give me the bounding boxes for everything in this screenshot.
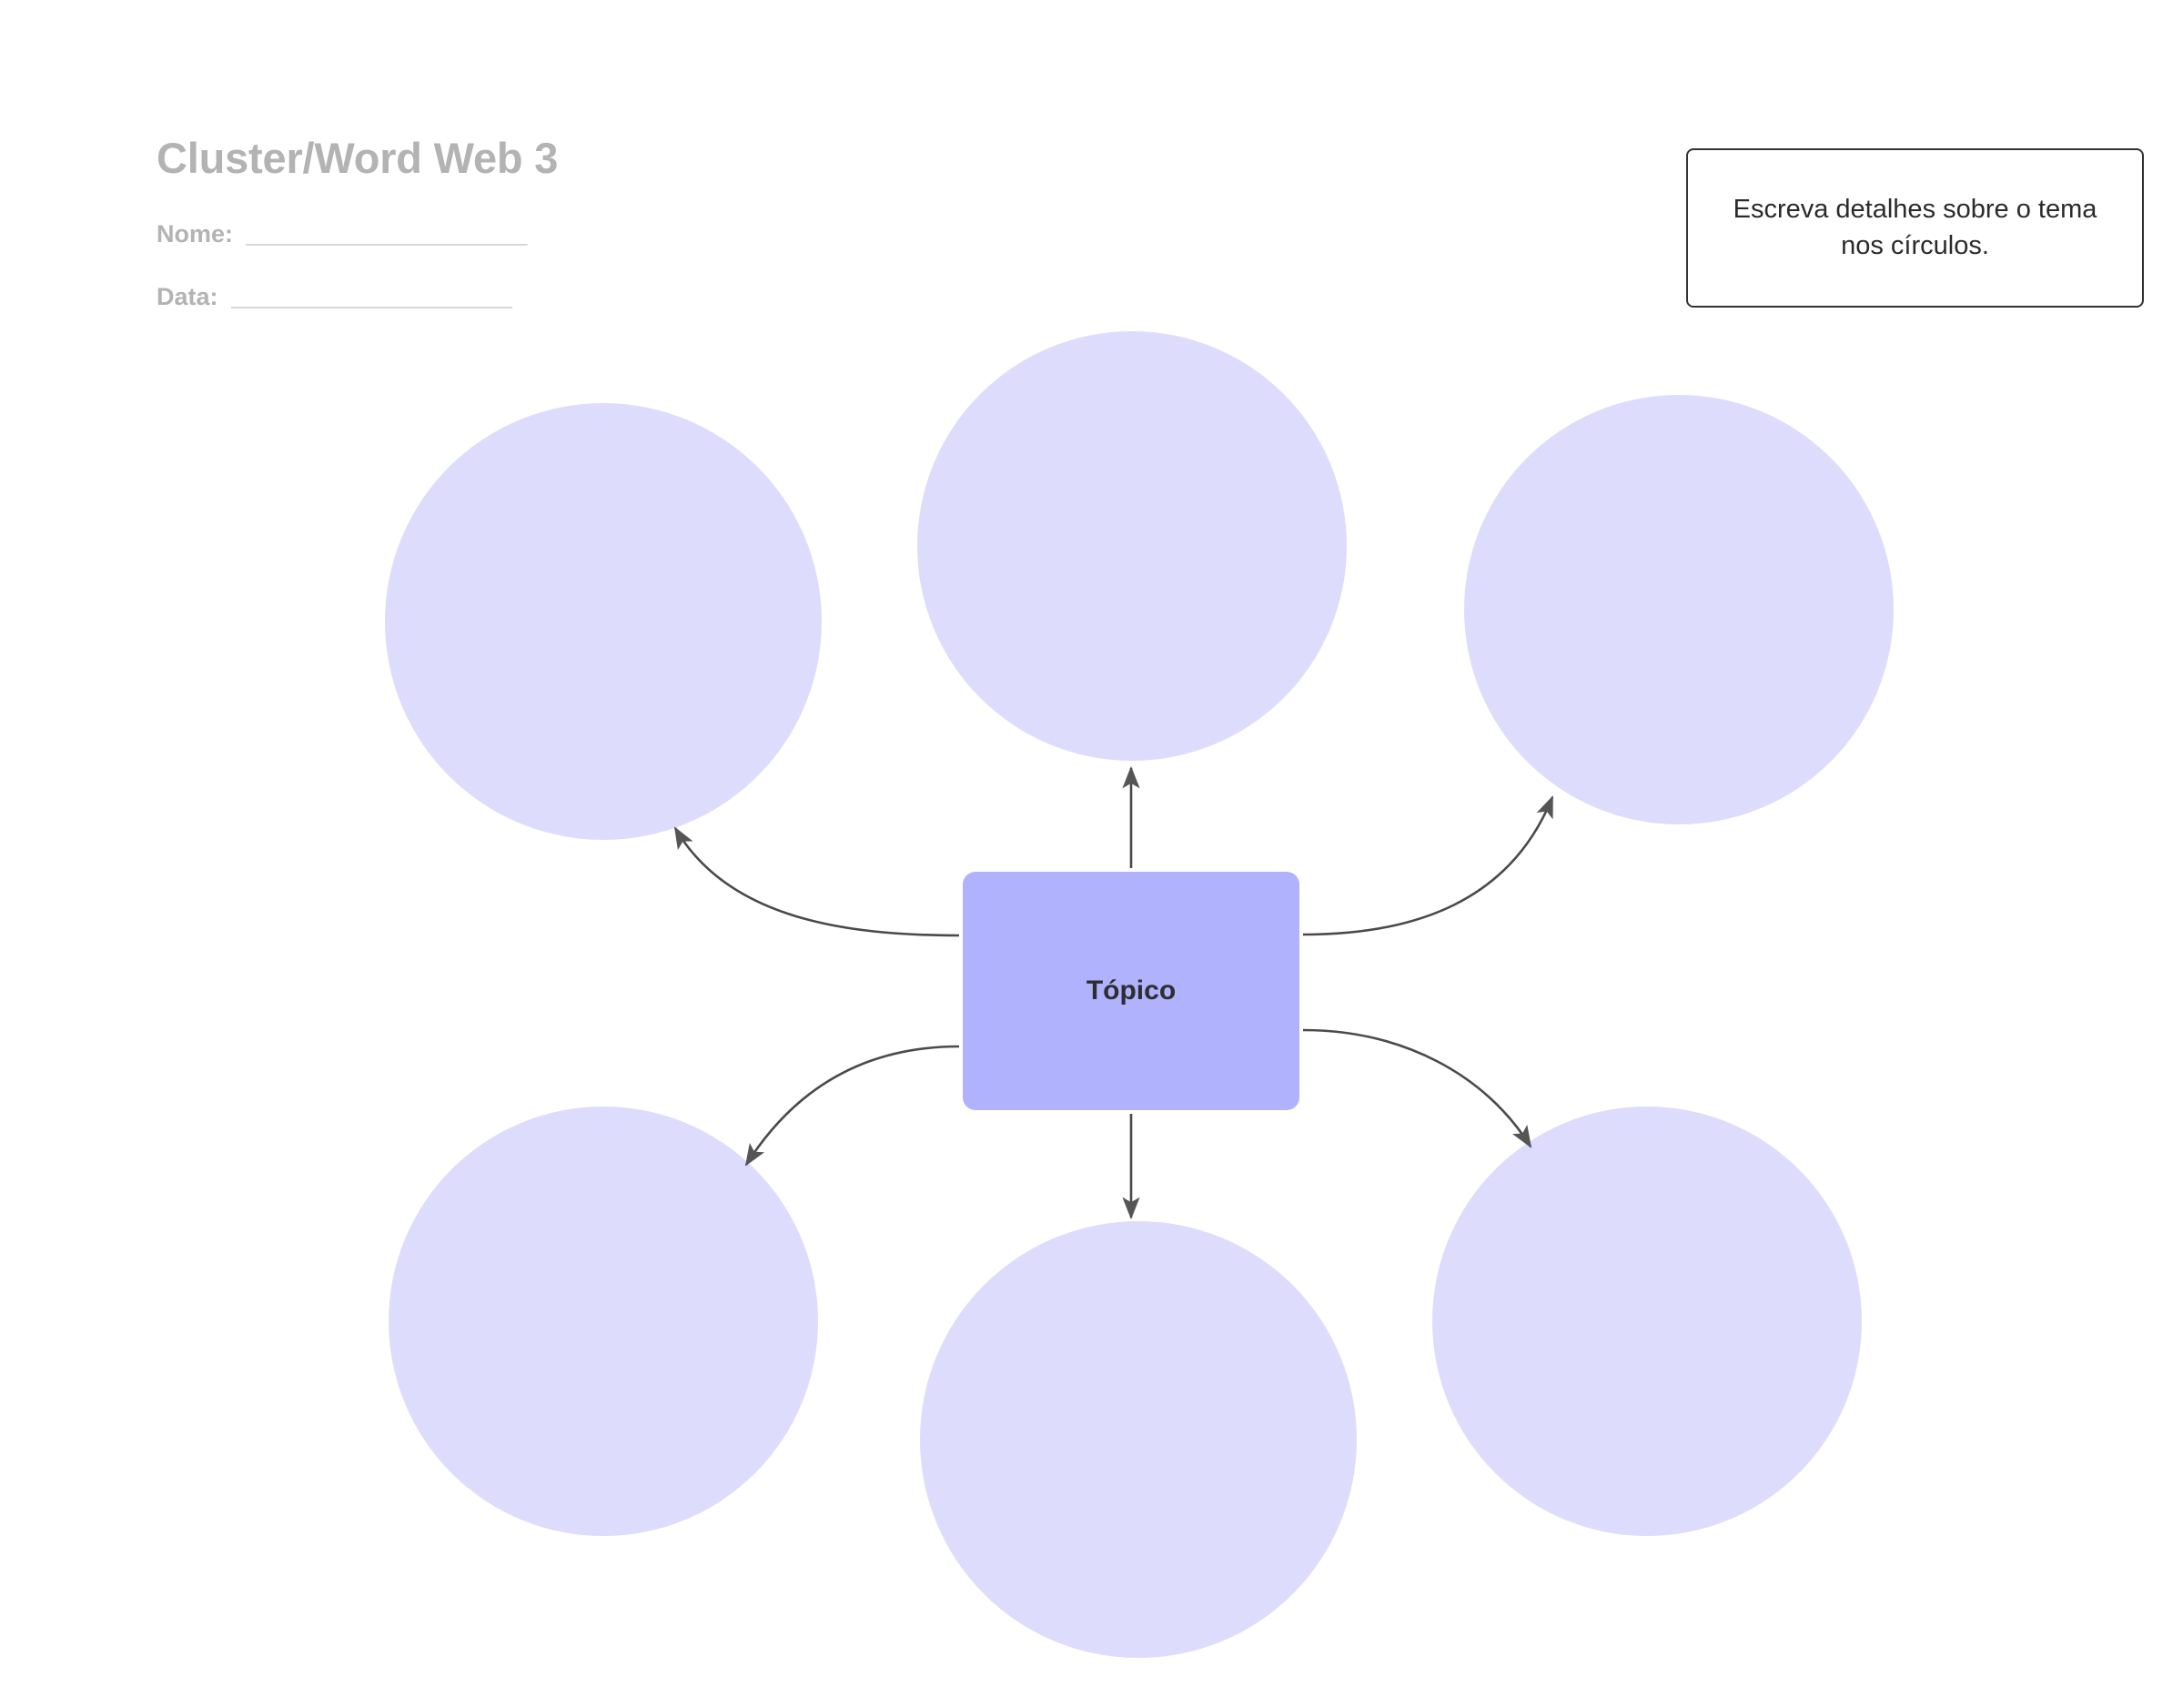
date-field-row: Data: ______________________ <box>157 283 975 311</box>
topic-node-label: Tópico <box>1086 975 1177 1006</box>
topic-node[interactable]: Tópico <box>963 872 1299 1110</box>
worksheet-header: Cluster/Word Web 3 Nome: _______________… <box>157 135 975 346</box>
circle-bottom-left[interactable] <box>389 1107 818 1536</box>
circle-top-left[interactable] <box>385 403 822 840</box>
circle-top-center[interactable] <box>917 331 1347 761</box>
instruction-callout: Escreva detalhes sobre o tema nos círcul… <box>1686 148 2144 308</box>
instruction-text: Escreva detalhes sobre o tema nos círcul… <box>1733 195 2097 260</box>
circle-bottom-center[interactable] <box>920 1221 1357 1658</box>
circle-top-right[interactable] <box>1464 395 1894 824</box>
name-field-input[interactable]: ______________________ <box>246 219 527 248</box>
name-field-row: Nome: ______________________ <box>157 220 975 248</box>
name-field-label: Nome: <box>157 219 234 248</box>
date-field-label: Data: <box>157 282 218 310</box>
date-field-input[interactable]: ______________________ <box>230 282 512 310</box>
circle-bottom-right[interactable] <box>1432 1107 1862 1536</box>
page-title: Cluster/Word Web 3 <box>157 134 559 182</box>
